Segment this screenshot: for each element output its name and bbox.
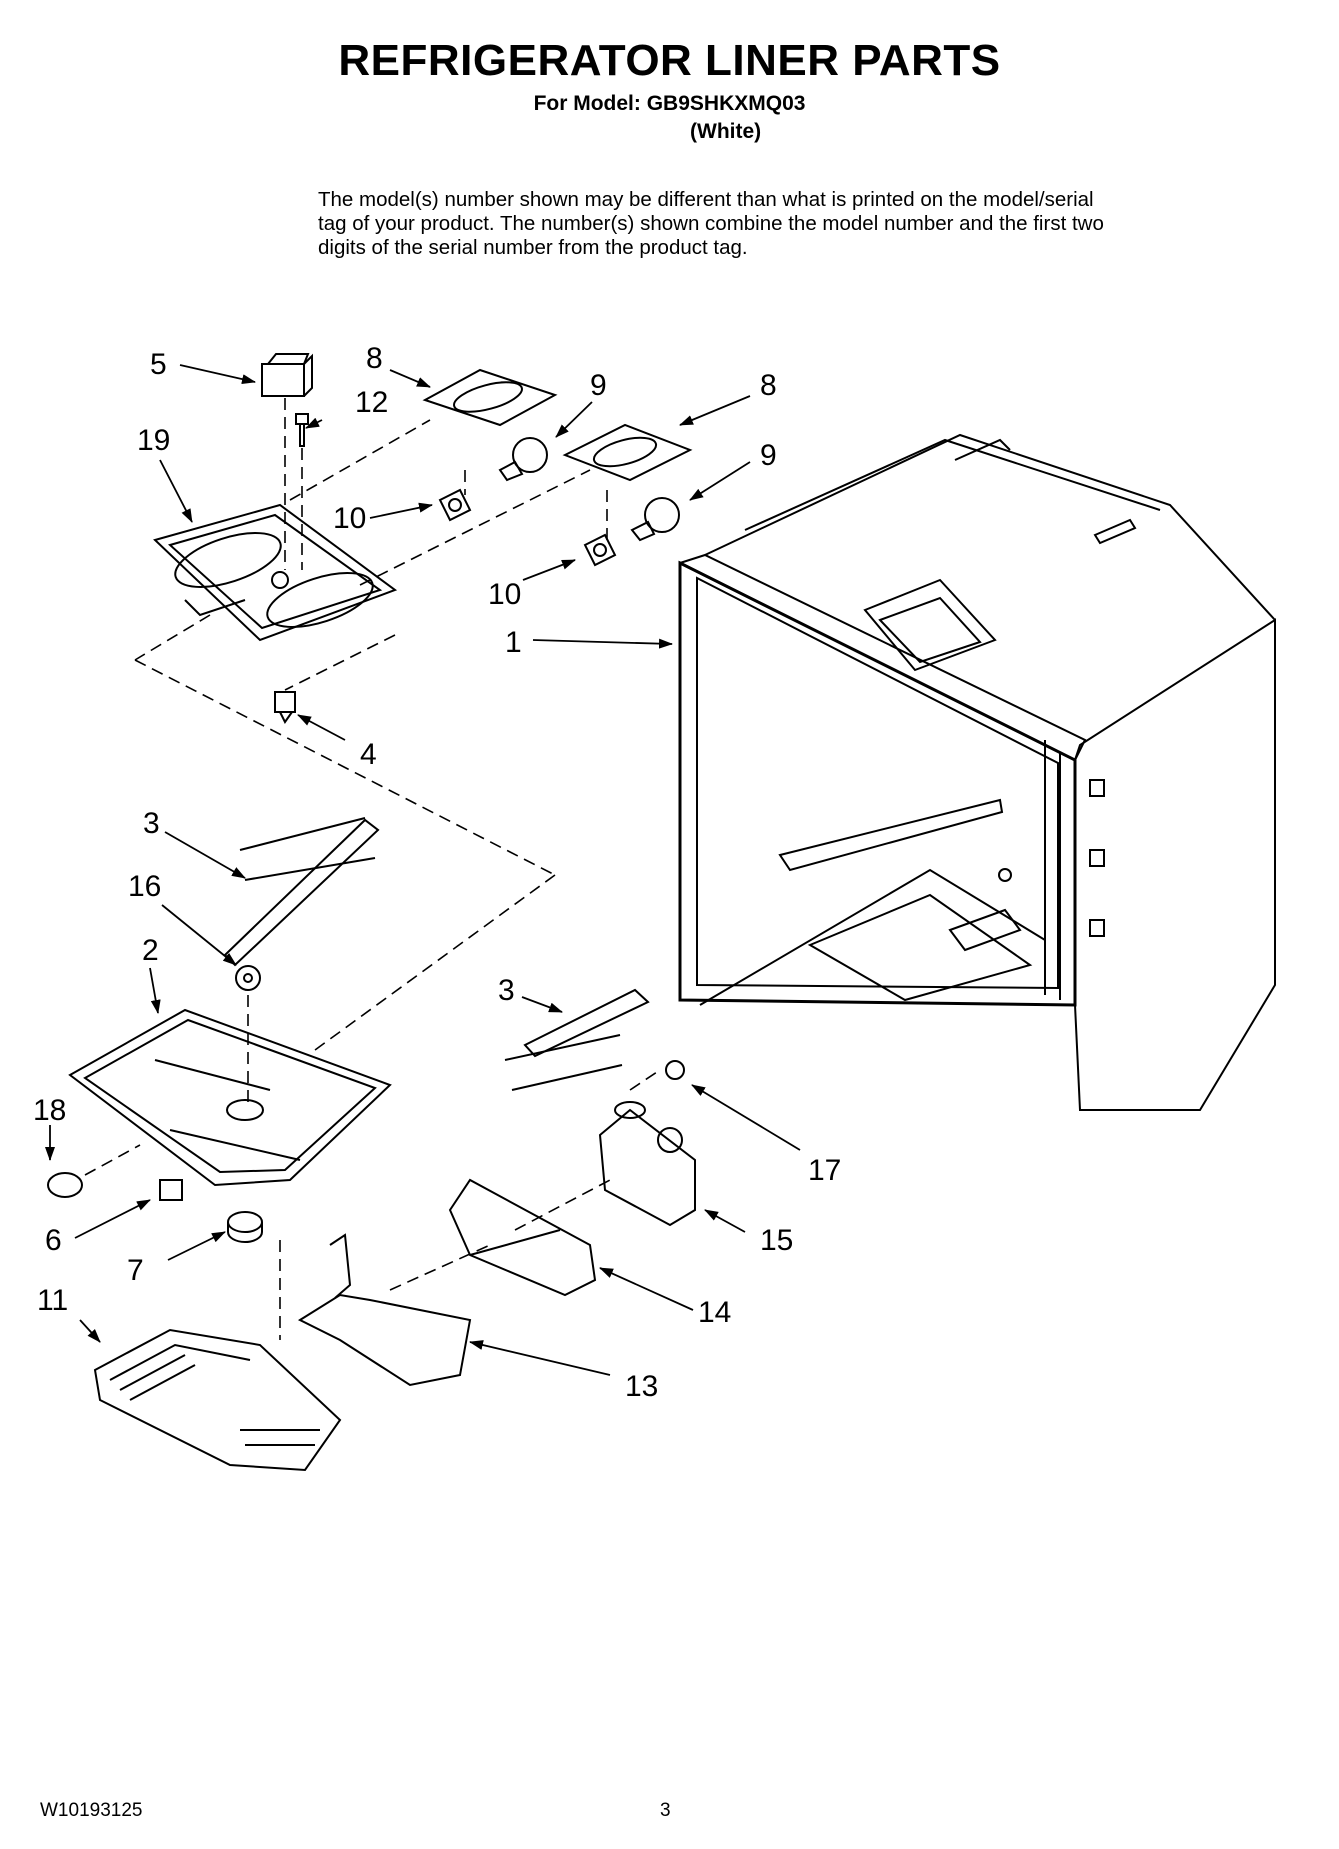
page-title: REFRIGERATOR LINER PARTS bbox=[338, 36, 1001, 85]
callout-10-left: 10 bbox=[333, 502, 366, 535]
light-switch-part-5 bbox=[261, 353, 313, 397]
liner-part-1 bbox=[678, 433, 1276, 1111]
callout-13: 13 bbox=[625, 1370, 658, 1403]
light-housing-part-19 bbox=[153, 503, 398, 642]
callout-3-right: 3 bbox=[498, 974, 515, 1007]
lamp-shield-part-8-left bbox=[422, 368, 558, 427]
knob-part-7 bbox=[227, 1211, 263, 1243]
gasket-part-3-left bbox=[223, 817, 380, 967]
callout-5: 5 bbox=[150, 348, 167, 381]
callout-15: 15 bbox=[760, 1224, 793, 1257]
screw-part-12 bbox=[295, 413, 309, 447]
callout-9-left: 9 bbox=[590, 369, 607, 402]
callout-17: 17 bbox=[808, 1154, 841, 1187]
lamp-shield-part-8-right bbox=[562, 423, 693, 482]
gasket-part-3-right bbox=[504, 988, 650, 1091]
callout-7: 7 bbox=[127, 1254, 144, 1287]
cover-part-14 bbox=[448, 1178, 597, 1297]
seal-part-18 bbox=[47, 1172, 83, 1198]
socket-part-10-left bbox=[438, 488, 472, 522]
document-number: W10193125 bbox=[40, 1800, 143, 1821]
callout-8-left: 8 bbox=[366, 342, 383, 375]
callout-labels: 5 8 12 9 8 19 9 10 10 1 4 3 16 2 3 18 17… bbox=[33, 342, 841, 1403]
grille-part-11 bbox=[93, 1328, 342, 1472]
callout-18: 18 bbox=[33, 1094, 66, 1127]
callout-14: 14 bbox=[698, 1296, 731, 1329]
callout-16: 16 bbox=[128, 870, 161, 903]
callout-3-left: 3 bbox=[143, 807, 160, 840]
switch-part-6 bbox=[159, 1179, 183, 1201]
callout-leaders bbox=[45, 364, 801, 1376]
callout-2: 2 bbox=[142, 934, 159, 967]
callout-10-right: 10 bbox=[488, 578, 521, 611]
dispenser-assembly-part-15 bbox=[598, 1101, 696, 1227]
model-line: For Model: GB9SHKXMQ03 bbox=[533, 92, 806, 115]
bulb-part-9-left bbox=[498, 437, 548, 482]
screw-part-17 bbox=[665, 1060, 685, 1080]
callout-12: 12 bbox=[355, 386, 388, 419]
bulb-part-9-right bbox=[630, 497, 680, 542]
callout-6: 6 bbox=[45, 1224, 62, 1257]
callout-9-right: 9 bbox=[760, 439, 777, 472]
socket-part-10-right bbox=[583, 533, 617, 567]
page-number: 3 bbox=[660, 1800, 671, 1821]
light-base-part-2 bbox=[68, 1008, 392, 1187]
lamp-holder-part-16 bbox=[235, 965, 261, 991]
callout-1: 1 bbox=[505, 626, 522, 659]
callout-11: 11 bbox=[37, 1284, 68, 1317]
model-note: The model(s) number shown may be differe… bbox=[318, 188, 1104, 259]
callout-4: 4 bbox=[360, 738, 377, 771]
connector-part-4 bbox=[274, 691, 296, 724]
callout-8-right: 8 bbox=[760, 369, 777, 402]
assembly-lines bbox=[84, 398, 661, 1340]
callout-19: 19 bbox=[137, 424, 170, 457]
model-color: (White) bbox=[690, 120, 762, 143]
duct-part-13 bbox=[297, 1233, 472, 1387]
